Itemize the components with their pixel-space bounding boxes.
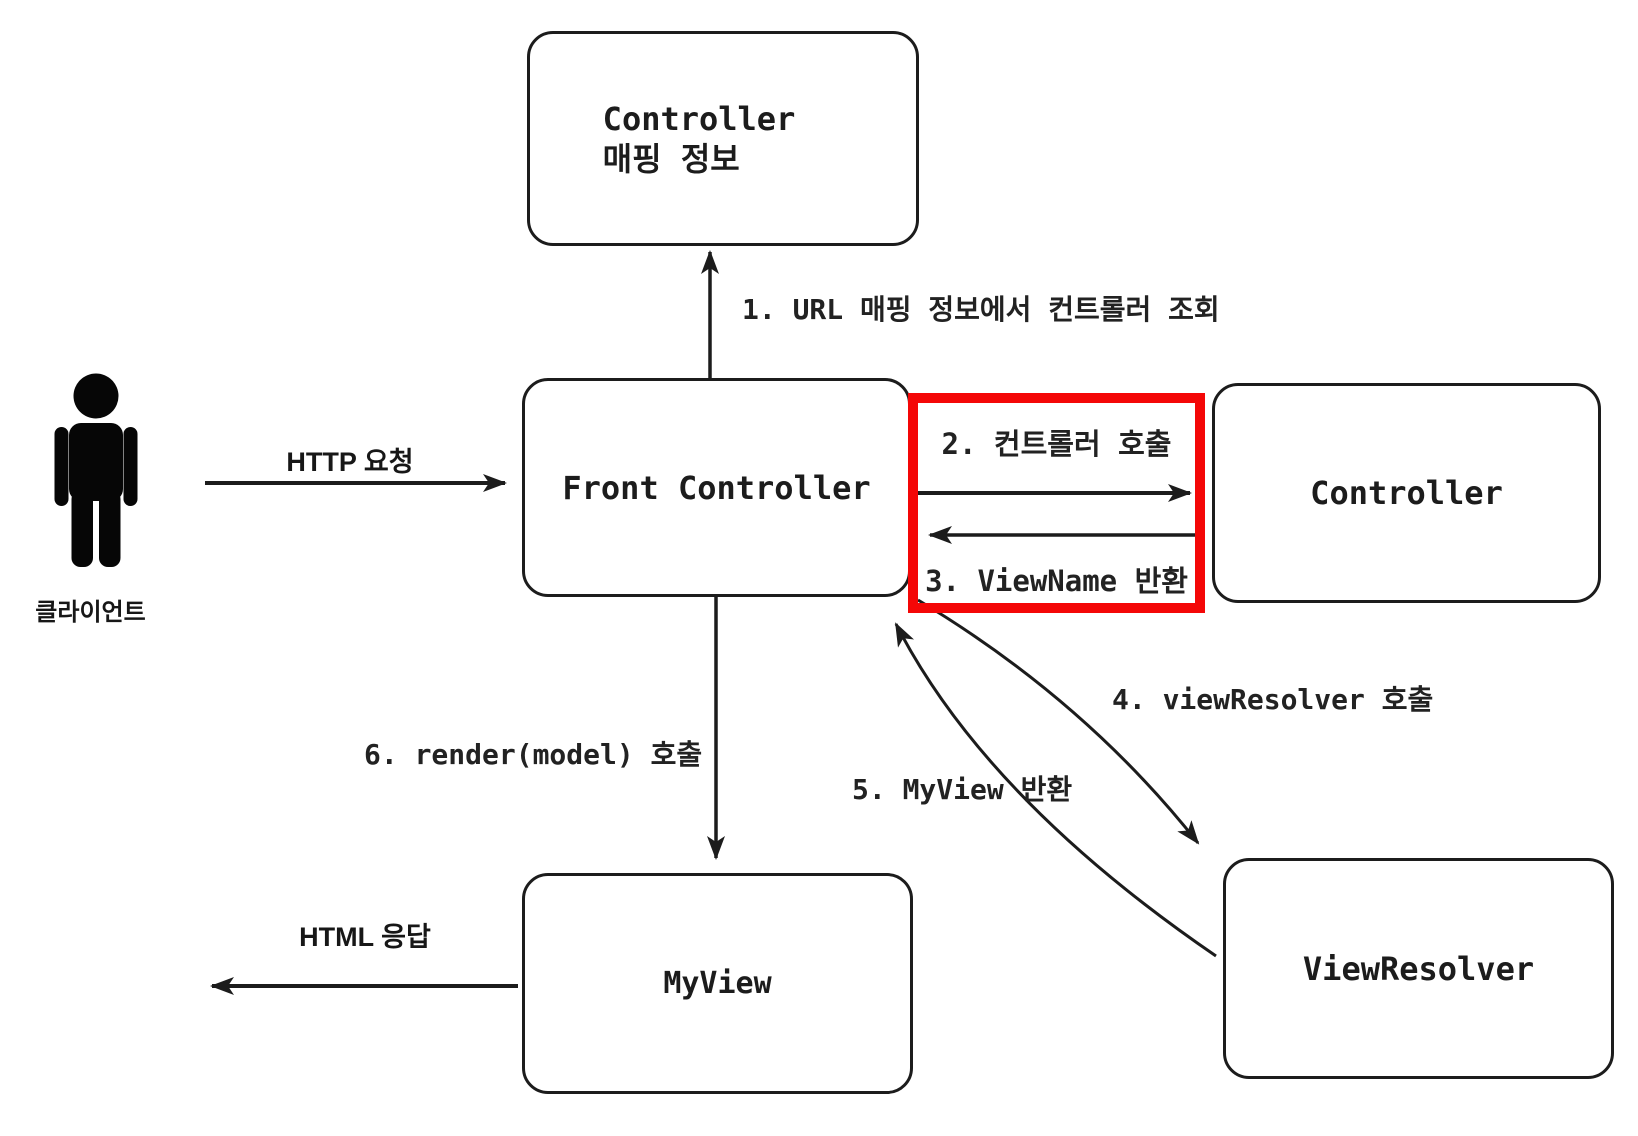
step5-label: 5. MyView 반환 [852, 773, 1073, 806]
step4-label: 4. viewResolver 호출 [1112, 683, 1434, 716]
client-person-icon [54, 373, 138, 567]
front-controller-box: Front Controller [522, 378, 911, 597]
myview-box: MyView [522, 873, 913, 1094]
controller-mapping-line1: Controller [602, 99, 796, 138]
controller-mapping-line2: 매핑 정보 [602, 139, 740, 178]
front-controller-label: Front Controller [562, 468, 871, 507]
myview-label: MyView [663, 966, 772, 1001]
controller-mapping-box: Controller 매핑 정보 [527, 31, 919, 246]
viewresolver-label: ViewResolver [1302, 949, 1535, 988]
step2-label: 2. 컨트롤러 호출 [941, 427, 1172, 461]
client-label: 클라이언트 [35, 599, 146, 626]
controller-label: Controller [1310, 474, 1503, 512]
step5-myview-return-arrow [894, 622, 1217, 958]
html-response-label: HTML 응답 [299, 922, 431, 952]
http-request-label: HTTP 요청 [286, 447, 414, 477]
step1-label: 1. URL 매핑 정보에서 컨트롤러 조회 [742, 293, 1220, 326]
step4-viewresolver-arrow [917, 598, 1200, 845]
red-highlight-rectangle [908, 393, 1205, 613]
step6-label: 6. render(model) 호출 [364, 738, 703, 771]
step3-label: 3. ViewName 반환 [925, 564, 1188, 598]
viewresolver-box: ViewResolver [1223, 858, 1614, 1079]
controller-box: Controller [1212, 383, 1601, 603]
